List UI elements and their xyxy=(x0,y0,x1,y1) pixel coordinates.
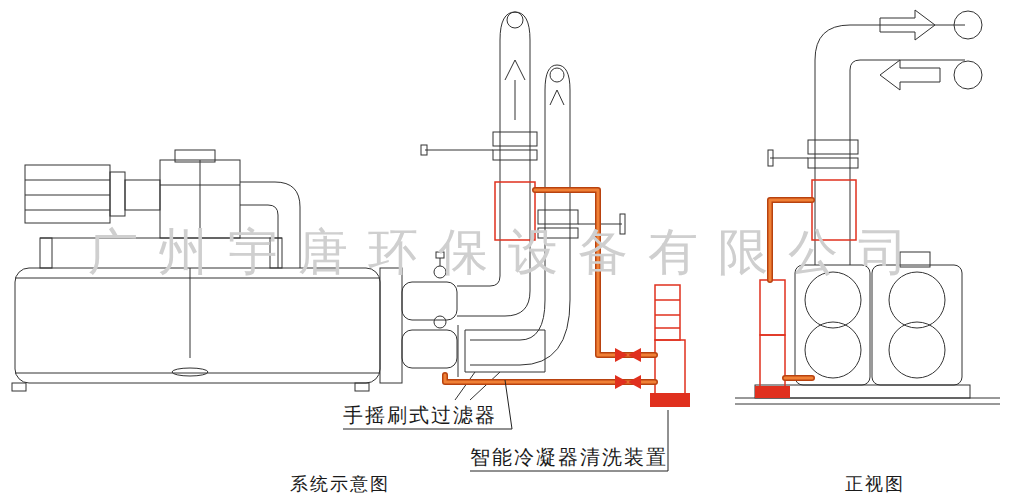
part-label: 智能冷凝器清洗装置 xyxy=(470,446,668,468)
watermark: 广州宇唐环保设备有限公司 xyxy=(88,225,928,280)
part-label: 手摇刷式过滤器 xyxy=(343,404,497,426)
view-caption: 正视图 xyxy=(845,474,905,494)
view-caption: 系统示意图 xyxy=(290,474,390,494)
